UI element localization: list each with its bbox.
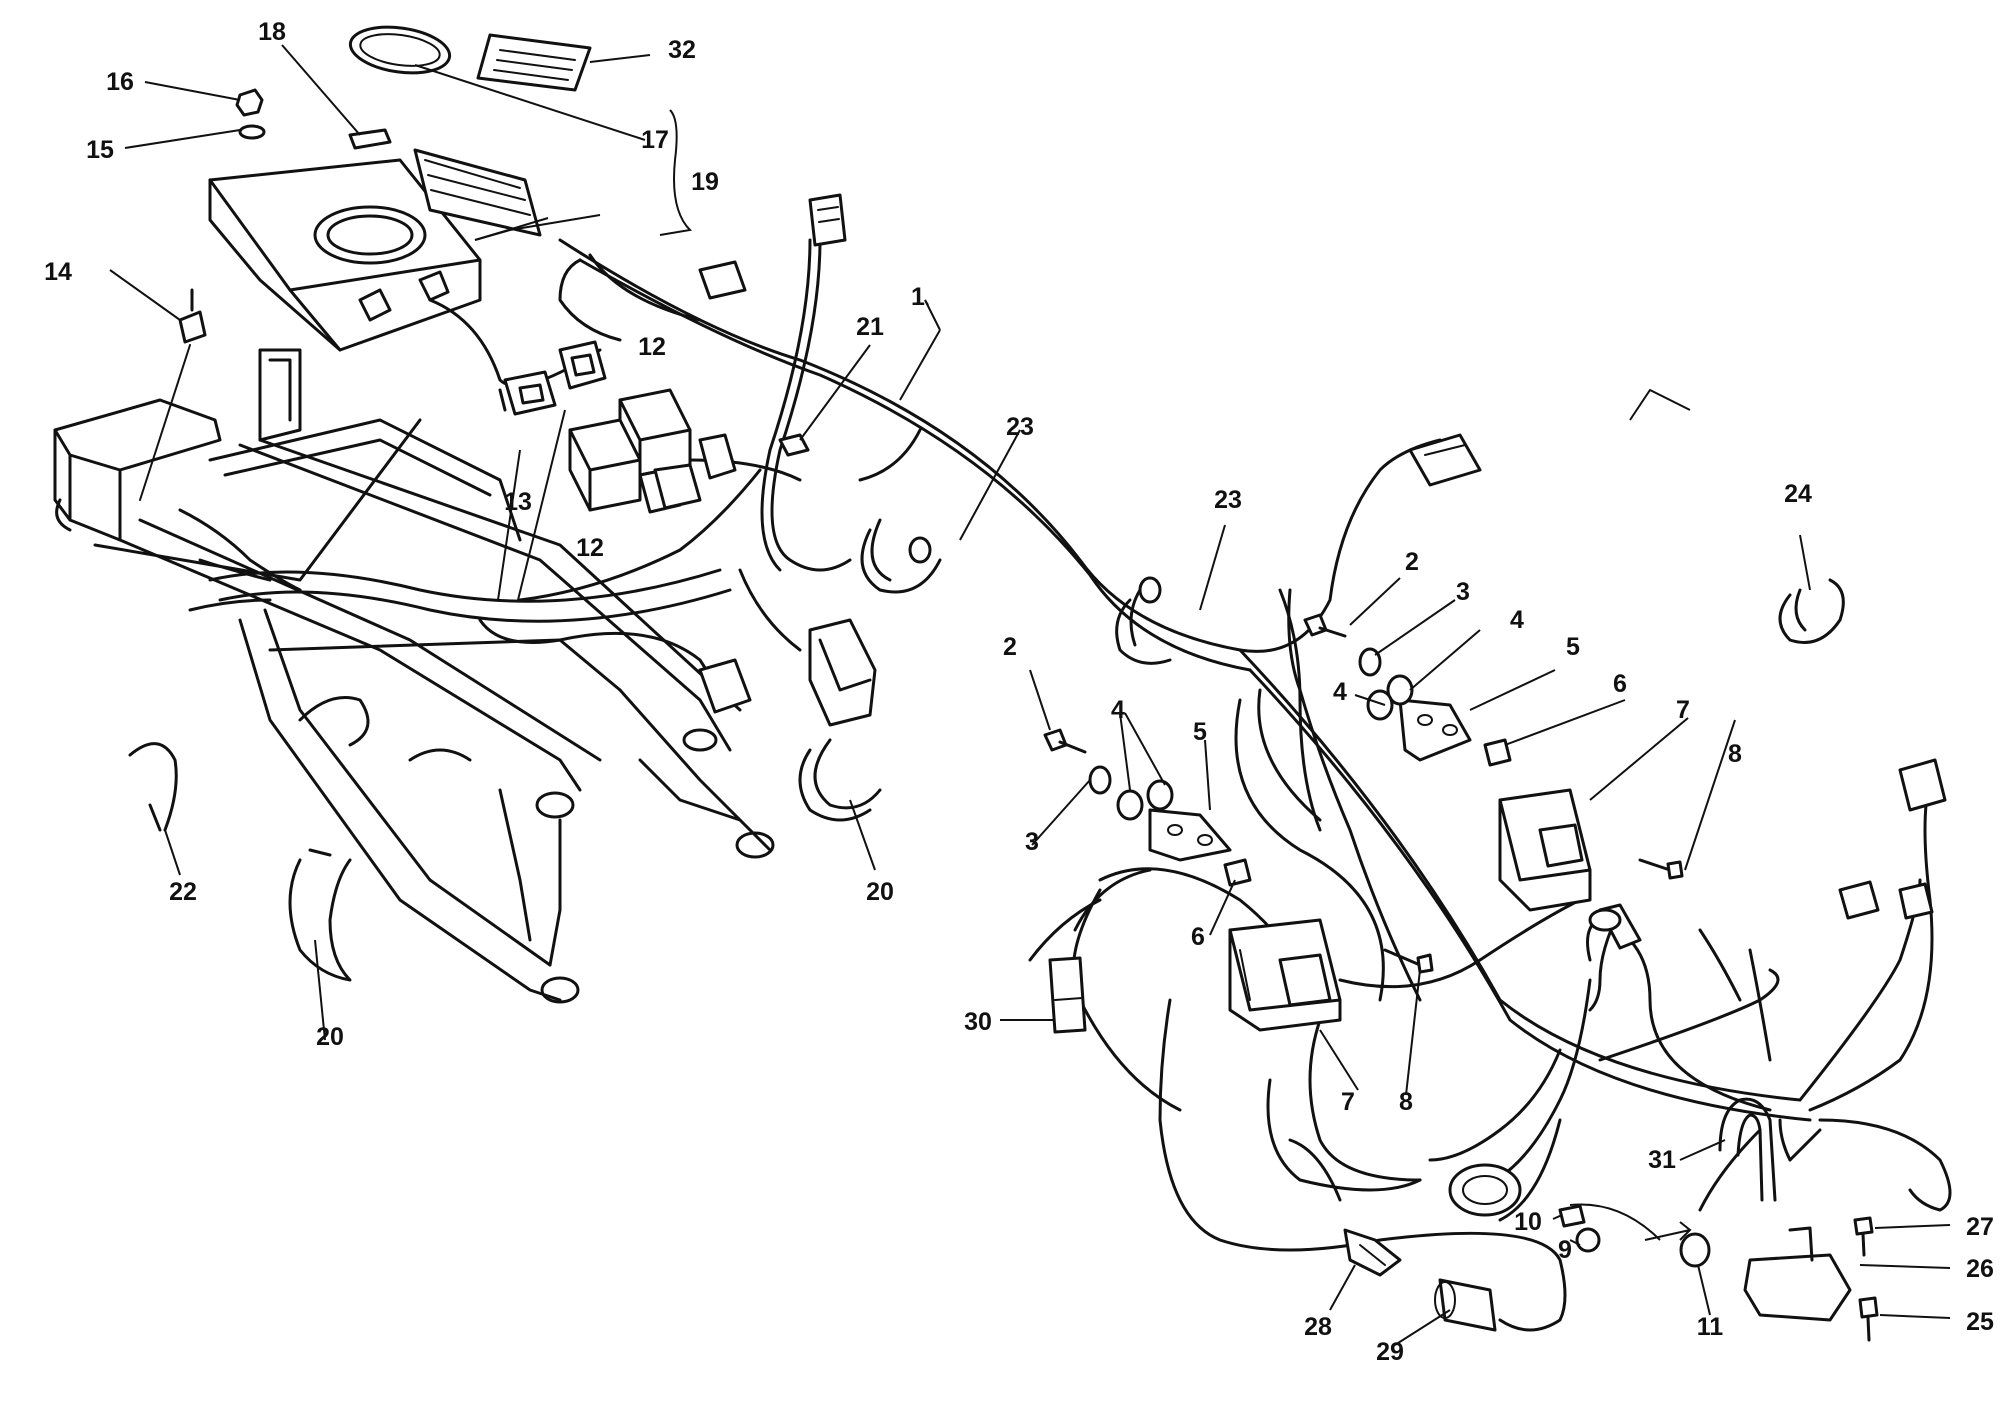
callout-3: 3 <box>1456 578 1470 606</box>
part-32-label-plate <box>476 33 592 92</box>
part-9-nut <box>1575 1227 1601 1253</box>
part-30-sensor <box>1048 956 1087 1034</box>
connector-top-plug <box>808 193 847 247</box>
part-17-oval-disc <box>348 25 452 75</box>
callout-2: 2 <box>1405 548 1419 576</box>
leader-lines <box>109 44 1951 1346</box>
callout-21: 21 <box>856 313 884 341</box>
part-22-clamp <box>128 742 178 832</box>
callout-31: 31 <box>1648 1146 1676 1174</box>
callout-15: 15 <box>86 136 114 164</box>
part-4-grommets <box>1116 674 1414 821</box>
part-12-relay-lower <box>568 418 702 514</box>
callout-29: 29 <box>1376 1338 1404 1366</box>
part-24-clip <box>1778 578 1845 644</box>
callout-23: 23 <box>1214 486 1242 514</box>
callout-17: 17 <box>641 126 669 154</box>
part-21-fuse-connector <box>778 433 810 457</box>
part-20-clamp-b <box>798 738 882 822</box>
callout-22: 22 <box>169 878 197 906</box>
main-harness <box>178 238 1952 1332</box>
connector-right-plug <box>1898 758 1947 812</box>
part-31-hose <box>1718 1097 1777 1202</box>
part-28-sensor-plug <box>1343 1228 1402 1277</box>
callout-2: 2 <box>1003 633 1017 661</box>
callout-5: 5 <box>1566 633 1580 661</box>
connector-center-block <box>808 618 877 727</box>
part-13-relay-socket-b <box>558 340 607 390</box>
callout-8: 8 <box>1399 1088 1413 1116</box>
callout-8: 8 <box>1728 740 1742 768</box>
part-8-bolts <box>1383 858 1684 974</box>
part-13-relay-socket-a <box>498 370 557 416</box>
callout-30: 30 <box>964 1008 992 1036</box>
connector-left-plug <box>698 658 752 714</box>
callout-23: 23 <box>1006 413 1034 441</box>
part-7-ignition-coil-b <box>1498 788 1592 912</box>
part-27-screw <box>1853 1216 1874 1257</box>
callout-10: 10 <box>1514 1208 1542 1236</box>
callout-16: 16 <box>106 68 134 96</box>
part-7-ignition-coil-a <box>1228 918 1342 1032</box>
part-3-washer-b <box>1358 647 1382 677</box>
connector-hoses-bend <box>1586 908 1622 962</box>
callout-12: 12 <box>576 534 604 562</box>
ecu-unit <box>208 158 482 352</box>
connector-mid-plug <box>1408 433 1482 487</box>
callout-19: 19 <box>691 168 719 196</box>
part-5-bracket-a <box>1148 808 1232 862</box>
part-2-screw-b <box>1303 613 1347 638</box>
callout-5: 5 <box>1193 718 1207 746</box>
callout-13: 13 <box>504 488 532 516</box>
callout-12: 12 <box>638 333 666 361</box>
part-26-map-sensor <box>1743 1226 1852 1322</box>
callout-7: 7 <box>1676 696 1690 724</box>
callout-6: 6 <box>1191 923 1205 951</box>
part-23-harness-clip-b <box>1115 576 1172 665</box>
part-16-nut <box>235 88 264 117</box>
callout-32: 32 <box>668 36 696 64</box>
part-11-grommet <box>1679 1232 1711 1268</box>
part-3-washer-a <box>1088 765 1112 795</box>
callout-24: 24 <box>1784 480 1812 508</box>
part-20-clamp-a <box>288 848 352 982</box>
callout-20: 20 <box>866 878 894 906</box>
part-25-screw <box>1858 1296 1879 1342</box>
callout-7: 7 <box>1341 1088 1355 1116</box>
callout-3: 3 <box>1025 828 1039 856</box>
callout-4: 4 <box>1510 606 1524 634</box>
connector-right-small <box>1838 880 1934 920</box>
callout-4: 4 <box>1333 678 1347 706</box>
callout-6: 6 <box>1613 670 1627 698</box>
callout-14: 14 <box>44 258 72 286</box>
connector-small-top <box>698 260 747 300</box>
part-6-spacers <box>1223 738 1512 887</box>
part-18-chip <box>348 128 392 150</box>
callout-27: 27 <box>1966 1213 1994 1241</box>
callout-1: 1 <box>911 283 925 311</box>
callout-18: 18 <box>258 18 286 46</box>
part-15-washer <box>238 124 266 140</box>
callout-9: 9 <box>1558 1236 1572 1264</box>
part-23-harness-clip-a <box>860 518 942 594</box>
part-2-screw-a <box>1043 728 1087 754</box>
part-5-bracket-b <box>1398 698 1472 762</box>
callout-labels: 1 2 2 3 3 4 4 4 5 5 6 6 7 7 8 8 9 10 11 … <box>44 18 1994 1366</box>
callout-28: 28 <box>1304 1313 1332 1341</box>
callout-26: 26 <box>1966 1255 1994 1283</box>
callout-20: 20 <box>316 1023 344 1051</box>
callout-11: 11 <box>1697 1313 1724 1341</box>
callout-25: 25 <box>1966 1308 1994 1336</box>
part-19-connector-bar <box>413 148 542 237</box>
connector-bottom-multi <box>1448 1163 1522 1217</box>
part-10-screw <box>1558 1204 1586 1228</box>
part-29-sensor <box>1434 1278 1497 1332</box>
part-14-grommet <box>139 288 207 501</box>
callout-4: 4 <box>1111 696 1125 724</box>
